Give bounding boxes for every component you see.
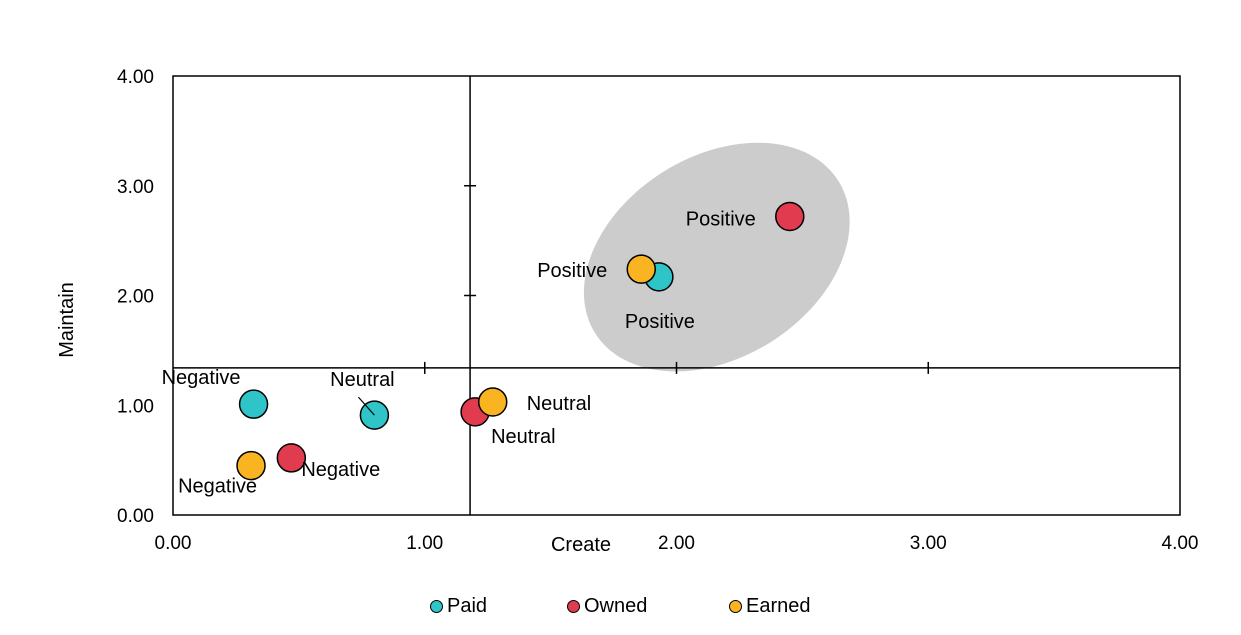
data-point-owned [276, 443, 307, 473]
x-tick-label: 4.00 [1162, 533, 1199, 554]
legend-item-paid: Paid [430, 592, 487, 620]
legend-swatch-owned [567, 599, 580, 613]
point-label-earned: Negative [178, 476, 257, 498]
y-tick-label: 4.00 [117, 67, 154, 88]
point-label-paid: Neutral [330, 369, 394, 391]
data-point-earned [626, 254, 657, 284]
legend-item-owned: Owned [567, 592, 647, 620]
y-tick-label: 3.00 [117, 177, 154, 198]
point-label-owned: Negative [301, 459, 380, 481]
y-tick-label: 1.00 [117, 396, 154, 417]
point-label-paid: Negative [162, 367, 241, 389]
legend-item-earned: Earned [729, 592, 811, 620]
y-tick-label: 2.00 [117, 287, 154, 308]
point-label-paid: Positive [625, 311, 695, 333]
legend-swatch-paid [430, 599, 443, 613]
data-point-earned [477, 387, 508, 417]
x-tick-label: 2.00 [658, 533, 695, 554]
plot-area [172, 75, 1181, 516]
legend: Paid Owned Earned [0, 592, 1241, 620]
y-tick-label: 0.00 [117, 506, 154, 527]
x-tick-label: 0.00 [155, 533, 192, 554]
highlight-ellipse [583, 142, 850, 372]
point-label-earned: Neutral [527, 393, 591, 415]
data-point-earned [236, 450, 266, 481]
data-point-paid [238, 389, 269, 419]
legend-label-owned: Owned [584, 595, 648, 617]
point-label-owned: Neutral [491, 426, 555, 448]
leader-line [357, 396, 375, 416]
point-label-owned: Positive [686, 208, 756, 230]
x-tick-label: 3.00 [910, 533, 947, 554]
legend-swatch-earned [729, 599, 742, 613]
legend-label-earned: Earned [746, 595, 811, 617]
x-tick-label: 1.00 [406, 533, 443, 554]
point-label-earned: Positive [537, 260, 607, 282]
x-axis-title: Create [551, 534, 611, 556]
y-axis-title: Maintain [56, 282, 78, 358]
legend-label-paid: Paid [447, 595, 488, 617]
data-point-owned [775, 201, 805, 232]
